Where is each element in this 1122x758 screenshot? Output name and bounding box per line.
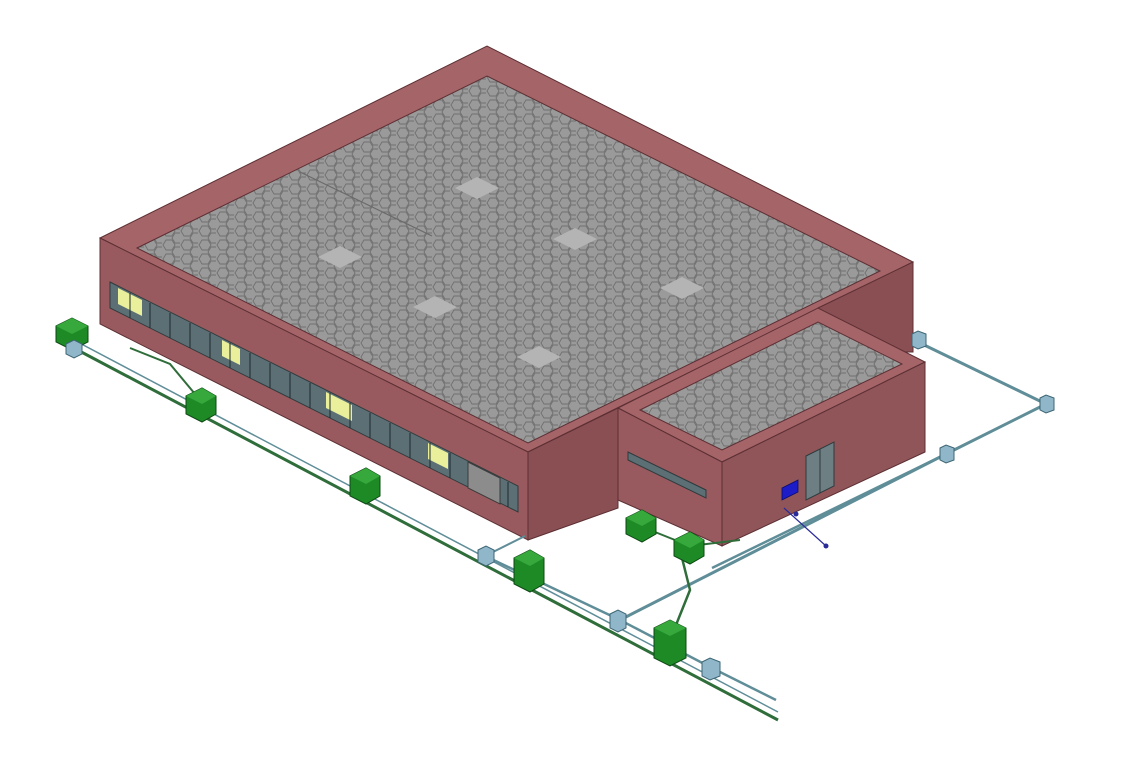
main-wall-southeast	[527, 407, 619, 541]
manhole	[55, 317, 89, 351]
service-node	[823, 543, 829, 549]
junction-box	[701, 657, 721, 681]
utility-pipe	[484, 554, 621, 622]
junction-box	[65, 339, 83, 359]
utility-pipe	[619, 340, 1050, 622]
manhole	[513, 549, 545, 593]
roof-access-panel	[517, 346, 561, 368]
roof-access-panel	[413, 296, 457, 318]
window-band	[109, 281, 519, 513]
roof-access-panel	[660, 277, 704, 299]
manhole	[349, 467, 381, 505]
roof-access-panel	[553, 228, 597, 250]
junction-boxes	[65, 330, 1055, 681]
roof-seam	[299, 171, 433, 237]
utility-network	[484, 340, 1050, 702]
annex-building	[616, 307, 927, 547]
service-line	[783, 507, 827, 547]
junction-box	[609, 609, 627, 633]
roof-access-panel	[318, 246, 362, 268]
manhole	[185, 387, 217, 423]
main-building	[98, 45, 915, 541]
louver-panel	[467, 461, 501, 505]
junction-box	[477, 545, 495, 567]
junction-box	[939, 444, 955, 464]
annex-window-strip	[627, 451, 707, 499]
junction-box	[911, 330, 927, 350]
lit-window	[222, 340, 240, 365]
roof-access-panel	[455, 177, 499, 199]
main-roof-surface	[135, 75, 882, 444]
door-sign	[781, 479, 799, 501]
junction-box	[1039, 394, 1055, 414]
window-strip	[109, 281, 519, 513]
service-node	[793, 511, 799, 517]
annex-roof-surface	[638, 321, 904, 451]
manhole	[653, 619, 687, 667]
utility-pipe	[711, 452, 947, 570]
drain-branch	[129, 347, 201, 401]
manhole	[673, 531, 705, 565]
manholes	[55, 317, 705, 667]
utility-pipe	[711, 666, 777, 702]
lit-window	[326, 392, 352, 421]
manhole	[625, 509, 657, 543]
lit-window	[428, 443, 448, 469]
